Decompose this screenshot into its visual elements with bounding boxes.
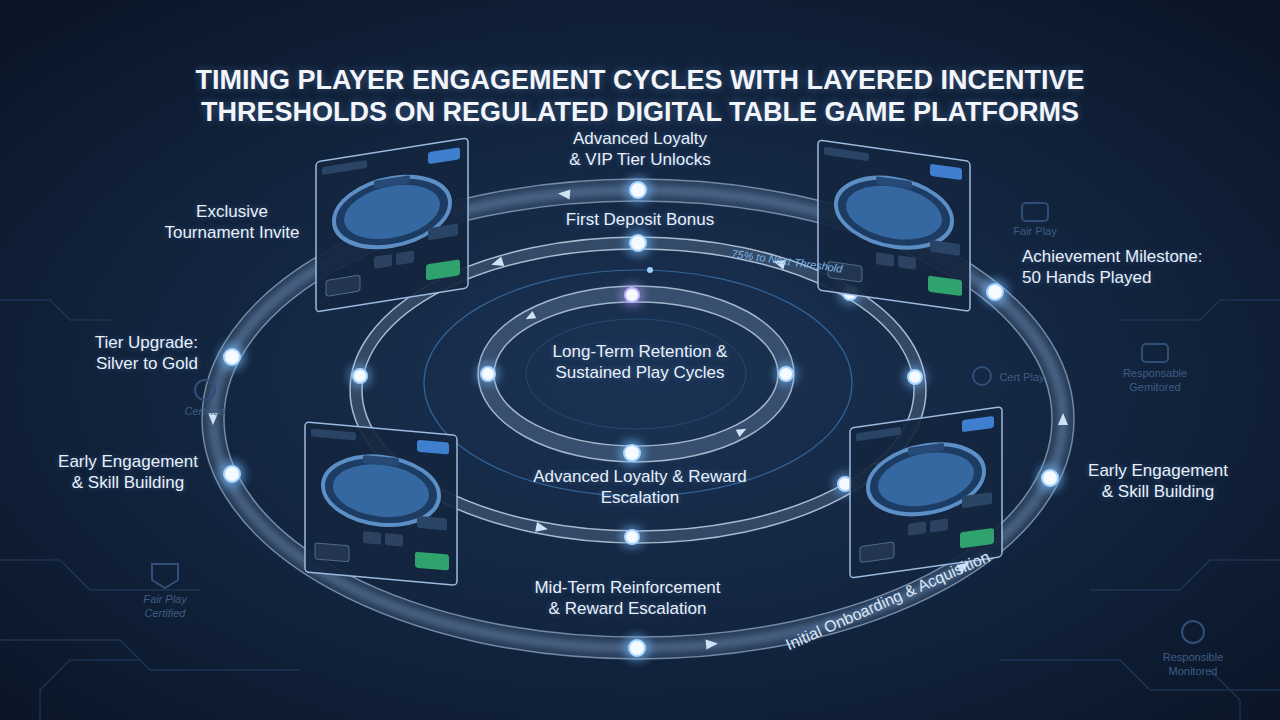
ring-dot — [908, 370, 922, 384]
circuit-line — [0, 640, 300, 670]
circuit-line — [40, 660, 140, 720]
ring-dot — [625, 530, 639, 544]
badge-label: Responsible Monitored — [1148, 650, 1238, 678]
milestone-dot — [623, 444, 641, 462]
table-game-screen — [316, 138, 468, 312]
dot-glow — [620, 525, 644, 549]
flow-arrowhead — [736, 425, 749, 437]
inner-ring-edge — [494, 302, 778, 446]
ring-label: Long-Term Retention & Sustained Play Cyc… — [540, 341, 740, 383]
circuit-line — [0, 560, 200, 590]
milestone-dot — [1041, 469, 1059, 487]
ring-dot — [647, 267, 653, 273]
badge-icon — [152, 564, 178, 588]
milestone-dot — [629, 234, 647, 252]
circuit-line — [1120, 300, 1280, 320]
inner-ring-edge — [478, 286, 794, 462]
circuit-line — [1000, 660, 1280, 690]
milestone-label: First Deposit Bonus — [520, 209, 760, 230]
badge-icon — [1022, 203, 1048, 221]
milestone-dot — [628, 639, 646, 657]
diagram-title: TIMING PLAYER ENGAGEMENT CYCLES WITH LAY… — [120, 64, 1160, 128]
milestone-node: Mid-Term Reinforcement & Reward Escalati… — [530, 577, 725, 619]
badge-label: Certified — [170, 404, 240, 418]
dot-glow — [774, 362, 798, 386]
milestone-node: Advanced Loyalty & Reward Escalation — [520, 466, 760, 508]
milestone-dot — [223, 465, 241, 483]
milestone-dot — [629, 181, 647, 199]
flow-arrowhead — [490, 256, 504, 269]
milestone-node: Advanced Loyalty & VIP Tier Unlocks — [565, 128, 715, 170]
flow-arrowhead — [535, 522, 549, 534]
flow-arrowhead — [706, 638, 719, 649]
flow-arrowhead — [524, 311, 537, 323]
table-game-screen — [305, 422, 457, 585]
badge-label: Fair Play Certified — [128, 592, 202, 620]
milestone-node: Tier Upgrade: Silver to Gold — [73, 332, 198, 374]
milestone-node: Achievement Milestone: 50 Hands Played — [1022, 246, 1212, 288]
flow-arrowhead — [1058, 413, 1068, 425]
table-game-screen — [818, 140, 970, 311]
inner-guide-ring — [526, 319, 746, 429]
ring-dot — [353, 369, 367, 383]
dot-glow — [348, 364, 372, 388]
dot-glow — [620, 283, 644, 307]
dot-glow — [903, 365, 927, 389]
flow-arrowhead — [558, 188, 571, 199]
milestone-dot — [223, 348, 241, 366]
milestone-label: Achievement Milestone: 50 Hands Played — [1022, 246, 1212, 288]
badge-icon — [1142, 344, 1168, 362]
milestone-label: Advanced Loyalty & VIP Tier Unlocks — [565, 128, 715, 170]
milestone-node: First Deposit Bonus — [520, 209, 760, 230]
badge-label: Fair Play — [1005, 224, 1065, 238]
ring-label: Exclusive Tournament Invite — [157, 201, 307, 243]
badge-icon — [973, 367, 991, 385]
milestone-node: Early Engagement & Skill Building — [53, 451, 203, 493]
threshold-ring — [424, 270, 852, 496]
milestone-node: Early Engagement & Skill Building — [1083, 460, 1233, 502]
ring-dot — [481, 367, 495, 381]
badge-icon — [1182, 621, 1204, 643]
badge-label: Responsable Gemitored — [1110, 366, 1200, 394]
milestone-label: Mid-Term Reinforcement & Reward Escalati… — [530, 577, 725, 619]
inner-ring-band — [486, 294, 786, 454]
badge-icon — [195, 380, 215, 400]
milestone-label: Tier Upgrade: Silver to Gold — [73, 332, 198, 374]
dot-glow — [476, 362, 500, 386]
milestone-label: Early Engagement & Skill Building — [53, 451, 203, 493]
milestone-label: Early Engagement & Skill Building — [1083, 460, 1233, 502]
badge-label: Cert Play — [992, 370, 1052, 384]
milestone-label: Advanced Loyalty & Reward Escalation — [520, 466, 760, 508]
ring-dot — [625, 288, 639, 302]
ring-dot — [779, 367, 793, 381]
milestone-dot — [986, 283, 1004, 301]
circuit-line — [0, 300, 110, 320]
circuit-line — [1090, 560, 1280, 590]
circuit-line — [1210, 670, 1240, 720]
